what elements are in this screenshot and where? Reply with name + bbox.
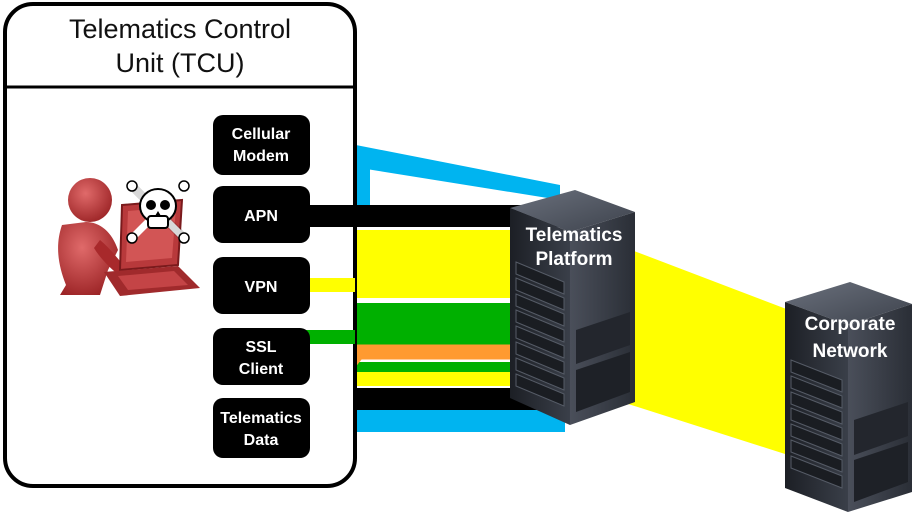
ssl-client-label-line1: SSL [245,339,276,356]
cellular-modem-label-line2: Modem [233,148,289,165]
cellular-modem-box: Cellular Modem [213,115,310,175]
apn-band [310,205,565,227]
vpn-label: VPN [245,279,278,296]
corporate-network-label-line1: Corporate [805,314,896,335]
telematics-data-label-line2: Data [244,432,279,449]
cellular-modem-label-line1: Cellular [232,126,291,143]
apn-box: APN [213,186,310,243]
skull-crossbones-icon [126,180,190,244]
corporate-rack-icon [790,359,843,489]
ssl-client-box: SSL Client [213,328,310,385]
telematics-data-box: Telematics Data [213,398,310,458]
telematics-platform-label-line2: Platform [535,249,612,270]
ssl-band-lower [350,362,565,372]
corporate-network-server: Corporate Network [785,282,912,512]
telematics-platform-label-line1: Telematics [526,225,623,246]
server-rack-icon [515,261,565,407]
cellular-band-bottom [350,410,565,432]
component-connectors [305,205,355,344]
apn-label: APN [244,208,278,225]
tcu-title-line1: Telematics Control [69,14,291,44]
cellular-band [310,136,560,200]
tcu-title-line2: Unit (TCU) [116,48,245,78]
vpn-box: VPN [213,257,310,314]
ssl-client-label-line2: Client [239,361,284,378]
corporate-network-label-line2: Network [813,341,888,362]
platform-to-corporate-band [600,238,810,462]
telematics-platform-server: Telematics Platform [510,190,635,425]
telematics-data-label-line1: Telematics [220,410,302,427]
